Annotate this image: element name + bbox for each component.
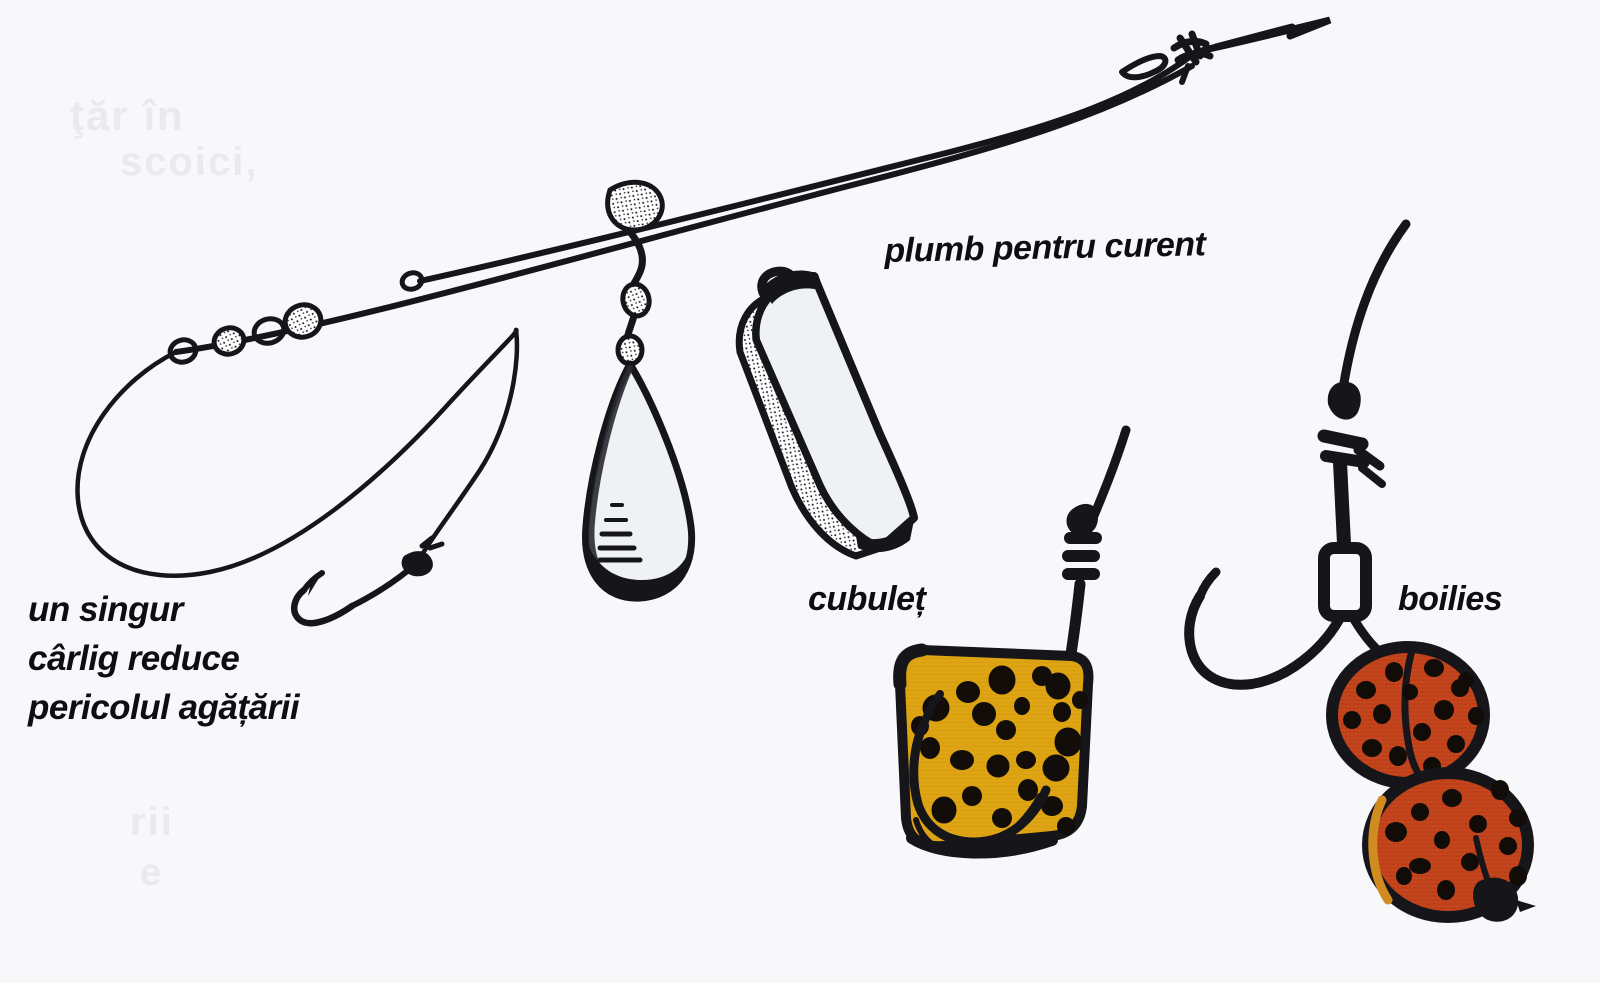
teardrop-lead-body	[582, 360, 695, 602]
boilie-hair-to-stop	[1473, 835, 1493, 889]
mainline-lower-strand	[173, 63, 1195, 355]
hook-left-knot	[401, 535, 445, 577]
hook-center-group	[893, 425, 1131, 859]
hook-left-group	[75, 327, 520, 627]
boilie-lower-edge-highlight	[1368, 795, 1393, 905]
caption-single-hook-note: un singur cârlig reduce pericolul agățăr…	[28, 585, 458, 732]
teardrop-lead-base-shadow	[585, 540, 691, 600]
caption-boilies: boilies	[1398, 580, 1503, 618]
hook-right-bend	[1184, 591, 1345, 690]
hook-right-group	[1184, 219, 1536, 923]
teardrop-lead-mainline-knot	[605, 179, 665, 233]
hook-right-sleeve	[1318, 542, 1372, 622]
caption-line-2: cârlig reduce	[28, 639, 240, 678]
hooklink-to-hook	[417, 327, 520, 561]
teardrop-lead-eye	[615, 333, 645, 367]
caption-bait-cube: cubuleț	[808, 580, 926, 618]
current-lead-left-flank	[735, 292, 884, 560]
bait-cube-rim	[893, 643, 929, 691]
line-ring-3	[251, 316, 287, 346]
boilie-lower-speckles	[1385, 780, 1527, 907]
caption-line-3: pericolul agățării	[28, 688, 300, 727]
hook-right-eye	[1327, 381, 1361, 420]
hook-center-loop-strand	[913, 793, 1043, 856]
teardrop-lead-hatching	[597, 503, 643, 563]
current-lead-group	[735, 266, 918, 560]
mainline-continuation	[1212, 23, 1296, 51]
mainline-group	[173, 16, 1332, 355]
mainline-knot	[1170, 30, 1214, 85]
boilie-hair-stop-tag	[1516, 900, 1536, 912]
line-beads-group	[167, 270, 425, 365]
mainline-upper-strand	[417, 49, 1199, 284]
caption-current-lead: plumb pentru curent	[884, 225, 1206, 270]
hook-right-knot	[1317, 429, 1386, 488]
hooklink-loop	[75, 327, 519, 578]
line-bead-2	[211, 325, 247, 357]
teardrop-lead-group	[582, 179, 695, 602]
bait-cube-ring-holes	[922, 665, 1082, 824]
hook-right-shank	[1333, 455, 1351, 551]
line-end-loop	[399, 270, 425, 292]
caption-line-1: un singur	[28, 590, 183, 629]
hook-left-barb	[308, 573, 322, 596]
current-lead-bottom-tip	[856, 520, 914, 553]
mainline-turn-loop	[1119, 53, 1169, 81]
hook-right-hooklink	[1335, 219, 1411, 415]
hook-right-barb	[1198, 572, 1216, 610]
boilie-upper-speckles	[1343, 659, 1484, 775]
line-bead-4	[282, 302, 324, 340]
current-lead-top-cap	[762, 270, 824, 304]
hook-left-bend	[290, 586, 356, 627]
teardrop-lead-link-ring	[620, 281, 652, 319]
hook-center-whipping	[1062, 503, 1102, 580]
hook-center-barb	[920, 694, 940, 732]
boilie-hair-stop	[1473, 877, 1519, 922]
